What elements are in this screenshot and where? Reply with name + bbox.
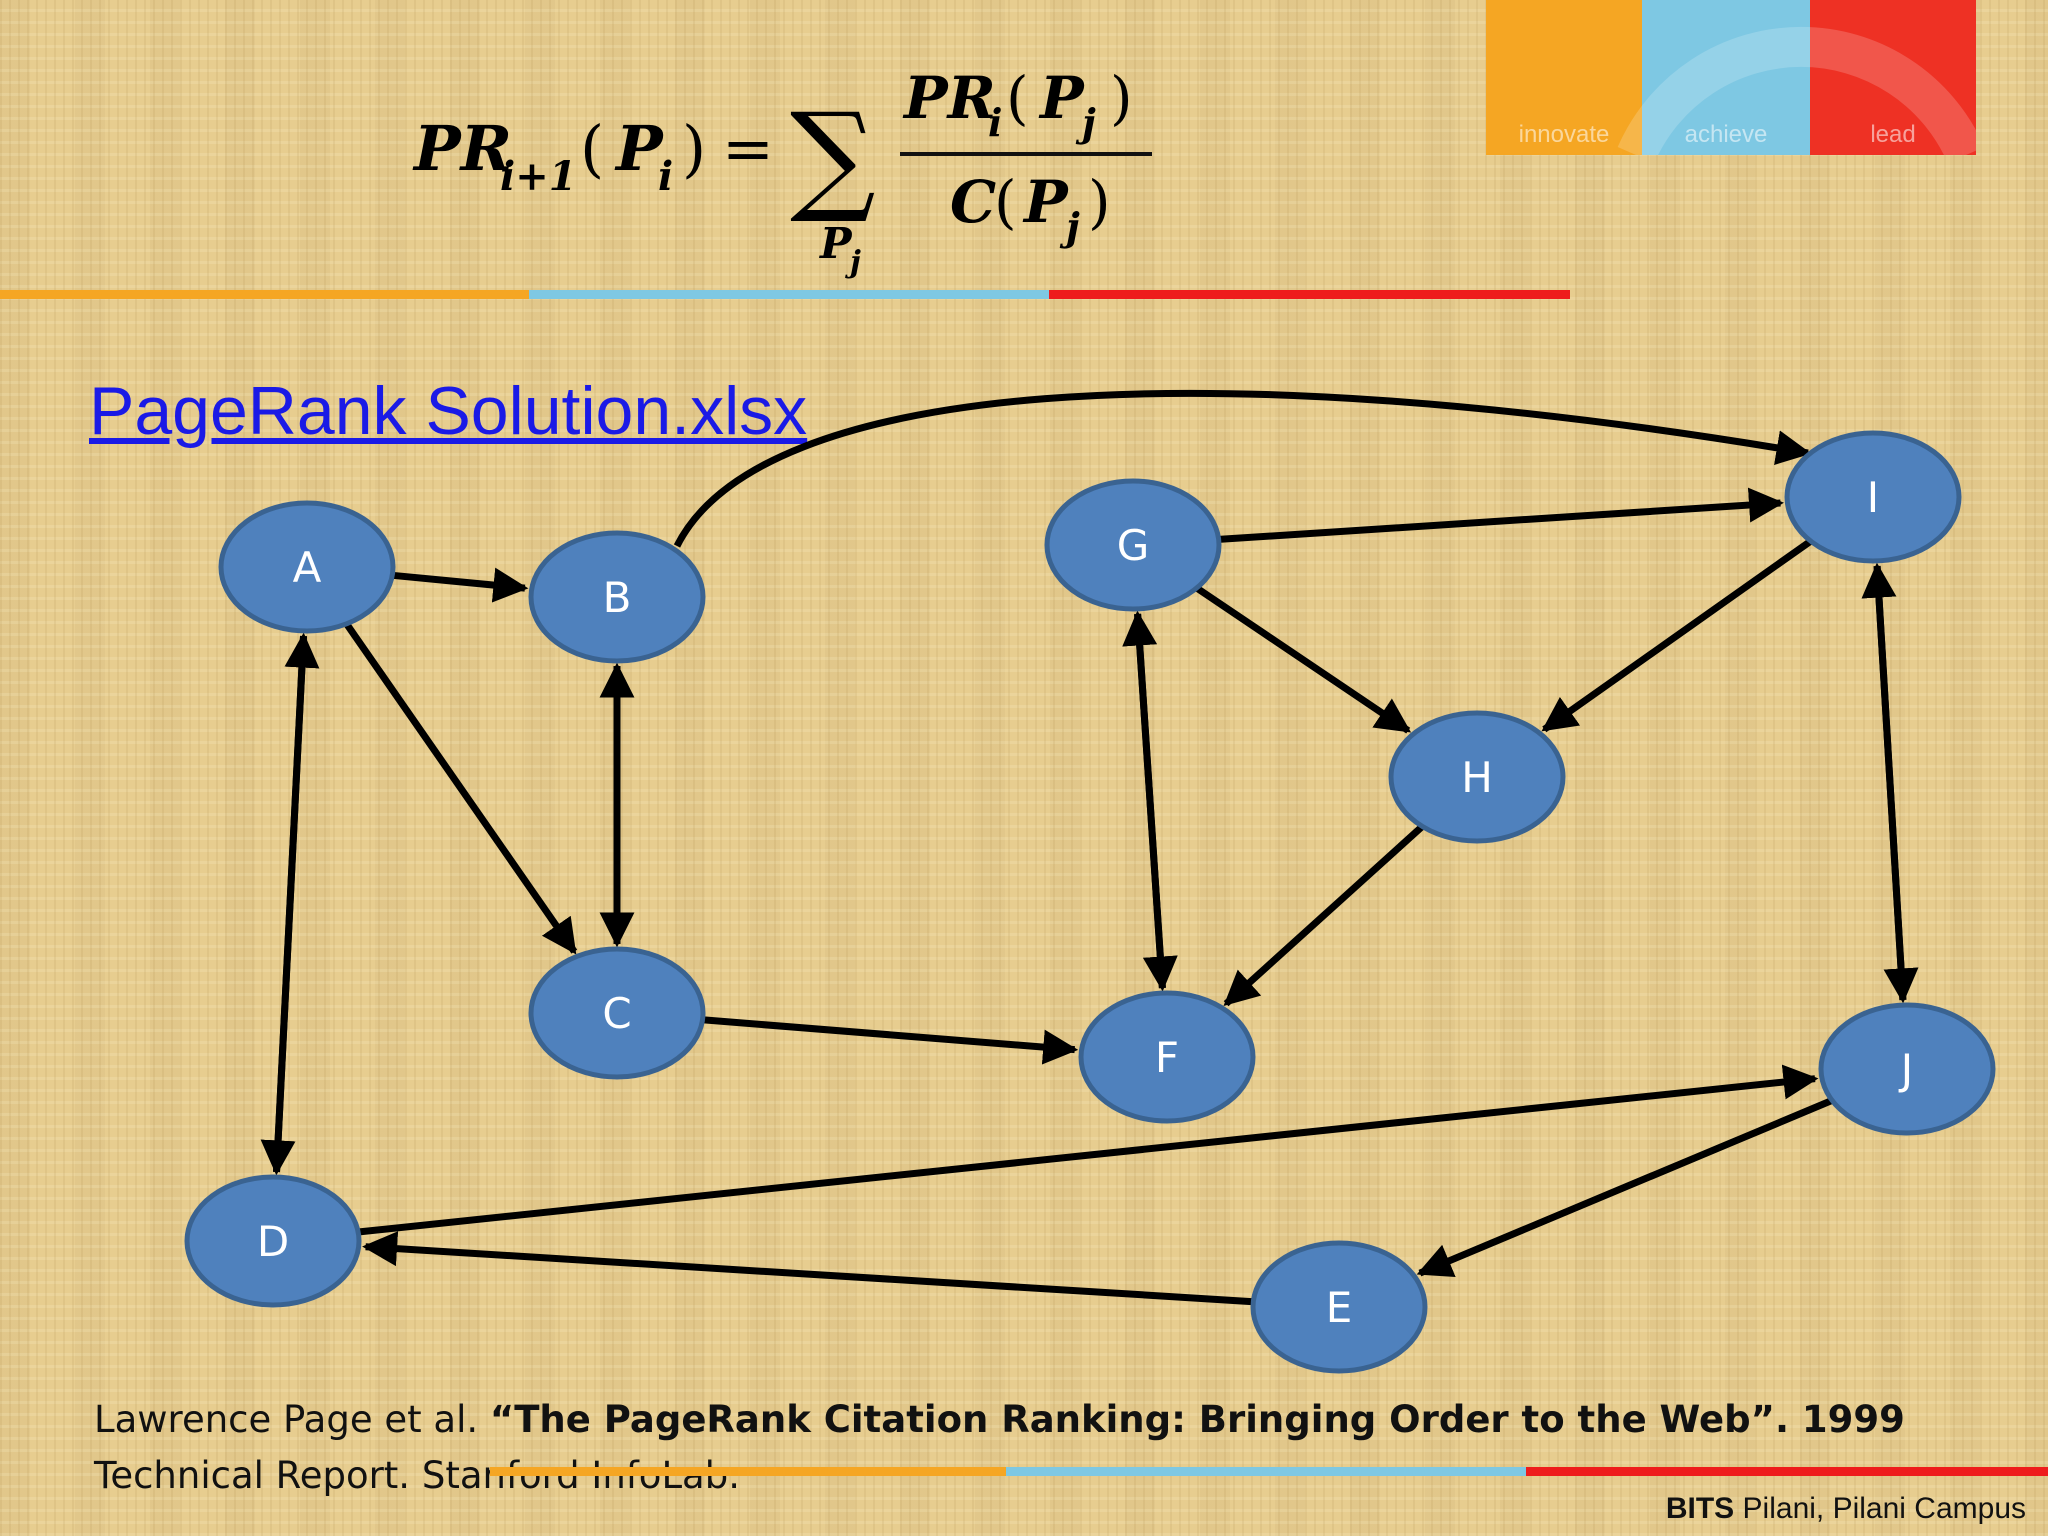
node-I-label: I [1867,473,1879,522]
bottom-divider-red [1526,1467,2048,1476]
node-E: E [1250,1240,1428,1374]
formula-lhs-arg-sub: i [658,153,673,200]
pagerank-formula: PR i+1 ( P i ) = ∑ P j PR i ( P j ) C ( … [412,64,1152,280]
node-layer: A B C D E F G H I J [184,430,1996,1374]
edge-I-to-H [1541,538,1813,733]
node-H: H [1388,710,1566,844]
footer-campus: BITS Pilani, Pilani Campus [1666,1492,2026,1526]
edge-F-to-G [1122,610,1166,989]
node-H-label: H [1461,753,1493,802]
node-C: C [528,946,706,1080]
node-B-ellipse [528,530,706,664]
edge-D-to-J [357,1064,1819,1236]
node-H-ellipse [1388,710,1566,844]
edge-D-to-A [273,632,320,1173]
edge-B-to-I [673,389,1812,548]
edge-H-to-F [1223,823,1425,1007]
edge-E-to-D [362,1231,1254,1306]
edge-G-to-I [1218,487,1784,543]
node-C-ellipse [528,946,706,1080]
formula-numerator-close-paren: ) [1110,64,1133,132]
formula-denominator-close-paren: ) [1088,168,1111,236]
node-B: B [528,530,706,664]
formula-numerator-sub: i [988,100,1002,145]
formula-lhs-close-paren: ) [682,112,706,185]
node-J: J [1818,1002,1996,1136]
node-I-ellipse [1784,430,1962,564]
formula-numerator-arg: P [1038,64,1085,132]
node-D: D [184,1174,362,1308]
top-divider-red [1049,290,1570,299]
node-B-label: B [603,573,632,622]
top-divider-blue [529,290,1049,299]
edge-layer [260,389,1919,1306]
logo-text-lead: lead [1870,121,1916,148]
node-D-label: D [257,1217,289,1266]
formula-numerator-main: PR [902,64,996,132]
bottom-divider-orange [490,1467,1006,1476]
edge-A-to-C [343,621,578,955]
node-D-ellipse [184,1174,362,1308]
node-C-label: C [602,989,631,1038]
node-E-label: E [1326,1283,1353,1332]
node-J-ellipse [1818,1002,1996,1136]
node-F-label: F [1155,1033,1179,1082]
node-F-ellipse [1078,990,1256,1124]
logo-text-innovate: innovate [1518,121,1610,148]
node-G-ellipse [1044,478,1222,612]
footer-bits: BITS [1665,1492,1735,1525]
citation-author: Lawrence Page et al. [94,1398,490,1441]
formula-lhs-main: PR [412,112,512,185]
formula-lhs-sub: i+1 [500,153,577,200]
formula-lhs-open-paren: ( [580,112,604,185]
node-A-ellipse [218,500,396,634]
logo-segment-achieve: achieve [1642,0,1810,155]
footer-campus-text: Pilani, Pilani Campus [1734,1492,2026,1525]
node-G-label: G [1117,521,1150,570]
node-E-ellipse [1250,1240,1428,1374]
node-F: F [1078,990,1256,1124]
formula-denominator-arg: P [1022,168,1069,236]
node-I: I [1784,430,1962,564]
edge-J-to-E [1416,1097,1834,1278]
formula-equals: = [722,112,774,185]
node-A-label: A [293,543,322,592]
logo-segment-lead: lead [1810,0,1976,155]
citation: Lawrence Page et al. “The PageRank Citat… [94,1392,1994,1504]
formula-denominator-open-paren: ( [994,168,1017,236]
edge-C-to-F [702,1016,1079,1065]
node-A: A [218,500,396,634]
formula-numerator-open-paren: ( [1006,64,1029,132]
formula-lhs-arg: P [614,112,665,185]
node-G: G [1044,478,1222,612]
top-divider-orange [0,290,529,299]
edge-G-to-H [1194,585,1412,734]
formula-sum-index: P [819,219,853,268]
logo-segment-innovate: innovate [1486,0,1642,155]
pagerank-solution-link[interactable]: PageRank Solution.xlsx [89,373,808,449]
gear-watermark-icon [1617,26,1976,155]
node-J-label: J [1898,1045,1913,1094]
edge-J-to-I [1861,562,1907,1001]
formula-denominator-main: C [950,168,996,236]
citation-title: “The PageRank Citation Ranking: Bringing… [489,1398,1905,1441]
edge-A-to-B [391,567,529,603]
logo-text-achieve: achieve [1684,121,1768,148]
formula-sum-symbol: ∑ [790,88,876,227]
bottom-divider-blue [1006,1467,1526,1476]
